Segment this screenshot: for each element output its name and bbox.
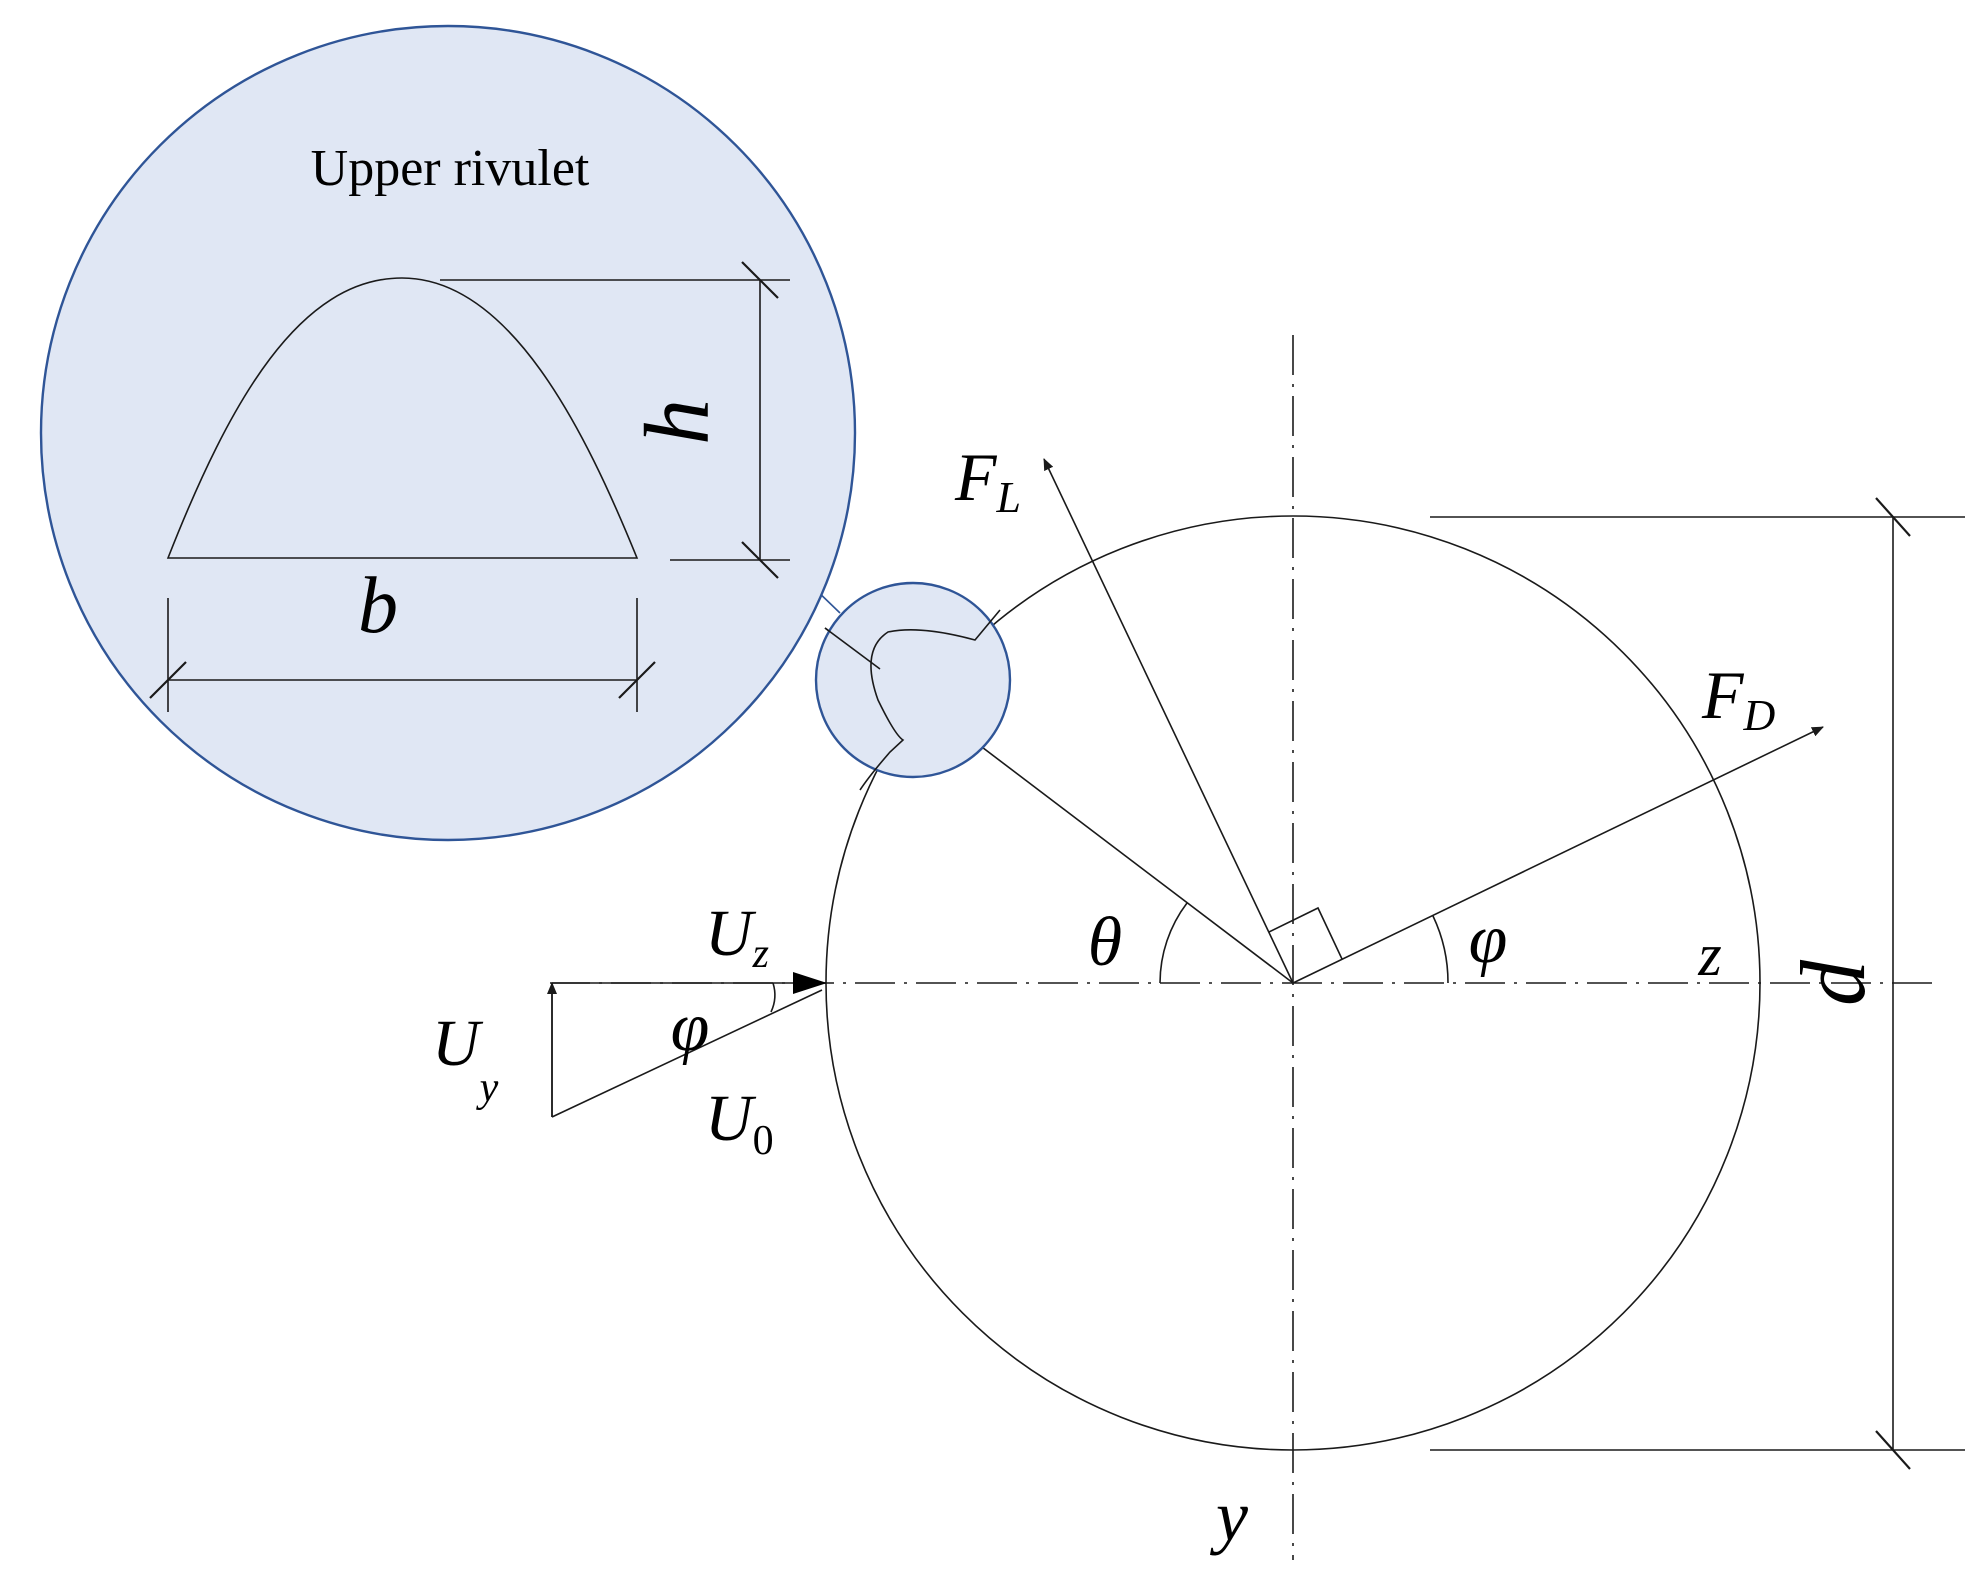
velocity-phi-arc xyxy=(770,982,776,1013)
right-angle-marker xyxy=(1268,906,1343,960)
velocity-u0-line xyxy=(551,989,823,1118)
label-FD: FD xyxy=(1701,657,1776,740)
lift-force-arrow xyxy=(1043,458,1294,984)
label-theta: θ xyxy=(1088,904,1122,981)
rivulet-profile xyxy=(166,277,639,559)
rivulet-lens-small xyxy=(814,581,1012,779)
height-tick-top xyxy=(741,261,779,299)
rivulet-small-profile xyxy=(859,609,1001,791)
inset-title: Upper rivulet xyxy=(311,140,590,197)
label-FL: FL xyxy=(954,439,1021,522)
label-Uy: Uy xyxy=(432,1007,499,1111)
diameter-tick-top xyxy=(1875,497,1911,537)
theta-arc xyxy=(1159,902,1188,984)
rivulet-angle-line-overlay xyxy=(824,627,881,670)
label-phi-velocity: φ xyxy=(671,989,710,1066)
label-phi-right: φ xyxy=(1469,901,1508,978)
label-U0: U0 xyxy=(705,1082,774,1164)
label-b: b xyxy=(358,562,398,650)
rivulet-lens-large xyxy=(39,24,857,842)
phi-arc xyxy=(1432,915,1449,984)
label-z: z xyxy=(1697,922,1721,988)
label-Uz: Uz xyxy=(705,897,769,977)
diameter-tick-bottom xyxy=(1875,1430,1911,1470)
label-h: h xyxy=(626,399,728,445)
height-tick-bottom xyxy=(741,541,779,579)
label-y: y xyxy=(1209,1476,1248,1556)
width-tick-right xyxy=(618,661,656,699)
width-tick-left xyxy=(149,661,187,699)
drag-force-arrow xyxy=(1292,726,1824,984)
label-d: d xyxy=(1782,959,1884,1006)
